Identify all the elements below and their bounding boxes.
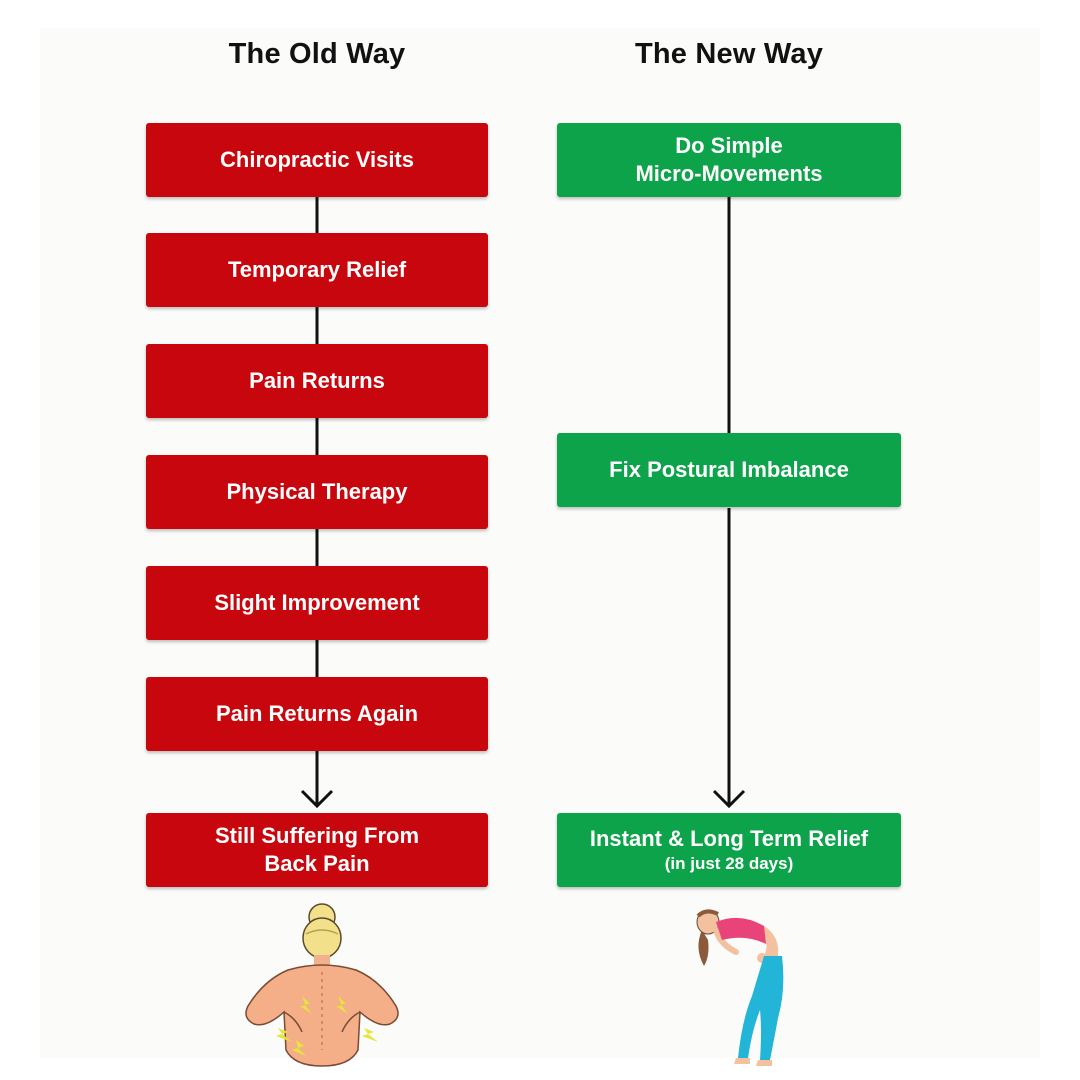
- old-step-label: Pain Returns Again: [216, 700, 418, 728]
- old-step-label: Slight Improvement: [214, 589, 419, 617]
- old-step-physical-therapy: Physical Therapy: [146, 455, 488, 529]
- old-way-title: The Old Way: [146, 38, 488, 71]
- new-step-micro-movements: Do Simple Micro-Movements: [557, 123, 901, 197]
- new-outcome-note: (in just 28 days): [665, 853, 793, 875]
- old-outcome-box: Still Suffering From Back Pain: [146, 813, 488, 887]
- new-step1-line2: Micro-Movements: [635, 160, 822, 188]
- old-step-pain-returns: Pain Returns: [146, 344, 488, 418]
- new-way-title: The New Way: [557, 38, 901, 71]
- new-outcome-label: Instant & Long Term Relief: [590, 825, 868, 853]
- old-step-chiropractic-visits: Chiropractic Visits: [146, 123, 488, 197]
- old-step-label: Chiropractic Visits: [220, 146, 414, 174]
- old-step-label: Physical Therapy: [227, 478, 408, 506]
- old-outcome-line1: Still Suffering From: [215, 822, 419, 850]
- new-step-fix-postural-imbalance: Fix Postural Imbalance: [557, 433, 901, 507]
- old-step-slight-improvement: Slight Improvement: [146, 566, 488, 640]
- woman-back-pain-icon: [240, 900, 410, 1068]
- new-step2-label: Fix Postural Imbalance: [609, 456, 849, 484]
- new-outcome-box: Instant & Long Term Relief (in just 28 d…: [557, 813, 901, 887]
- new-step1-line1: Do Simple: [675, 132, 783, 160]
- old-step-temporary-relief: Temporary Relief: [146, 233, 488, 307]
- woman-backbend-stretch-icon: [690, 900, 800, 1070]
- old-step-label: Temporary Relief: [228, 256, 406, 284]
- old-outcome-line2: Back Pain: [264, 850, 369, 878]
- old-step-label: Pain Returns: [249, 367, 385, 395]
- old-step-pain-returns-again: Pain Returns Again: [146, 677, 488, 751]
